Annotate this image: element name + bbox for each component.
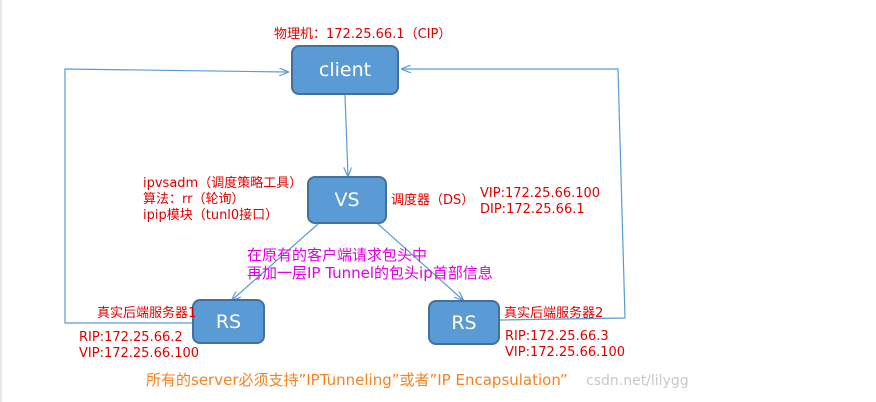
watermark: csdn.net/lilygg	[586, 373, 689, 389]
left-border	[0, 0, 2, 402]
arrow-client-to-vs	[345, 94, 348, 176]
vs-module-label: ipip模块（tunl0接口）	[143, 208, 279, 223]
footer-note: 所有的server必须支持”IPTunneling”或者”IP Encapsul…	[146, 371, 568, 389]
vs-node: VS	[307, 176, 387, 224]
arrow-vs-to-rs1	[232, 223, 319, 300]
rs2-vip-label: VIP:172.25.66.100	[505, 345, 626, 360]
rs1-rip-label: RIP:172.25.66.2	[79, 330, 183, 345]
vs-dip-label: DIP:172.25.66.1	[480, 202, 585, 217]
rs2-rip-label: RIP:172.25.66.3	[505, 329, 609, 344]
arrow-rs1-return-to-client	[64, 69, 288, 324]
arrow-rs2-return-to-client	[402, 69, 626, 321]
rs2-title-label: 真实后端服务器2	[504, 306, 604, 321]
rs1-node: RS	[192, 299, 265, 344]
tunnel-note-line-1: 在原有的客户端请求包头中	[247, 246, 428, 264]
vs-vip-label: VIP:172.25.66.100	[480, 186, 601, 201]
rs2-node: RS	[428, 300, 500, 345]
tunnel-note-line-2: 再加一层IP Tunnel的包头ip首部信息	[247, 264, 493, 282]
rs1-vip-label: VIP:172.25.66.100	[79, 346, 200, 361]
vs-tool-label: ipvsadm（调度策略工具）	[143, 176, 303, 191]
client-host-label: 物理机：172.25.66.1（CIP）	[274, 27, 452, 42]
vs-algorithm-label: 算法：rr（轮询）	[143, 192, 245, 207]
arrow-vs-to-rs2	[377, 223, 463, 300]
client-node: client	[291, 45, 399, 95]
vs-role-label: 调度器（DS）	[391, 193, 475, 208]
rs1-title-label: 真实后端服务器1	[97, 306, 197, 321]
